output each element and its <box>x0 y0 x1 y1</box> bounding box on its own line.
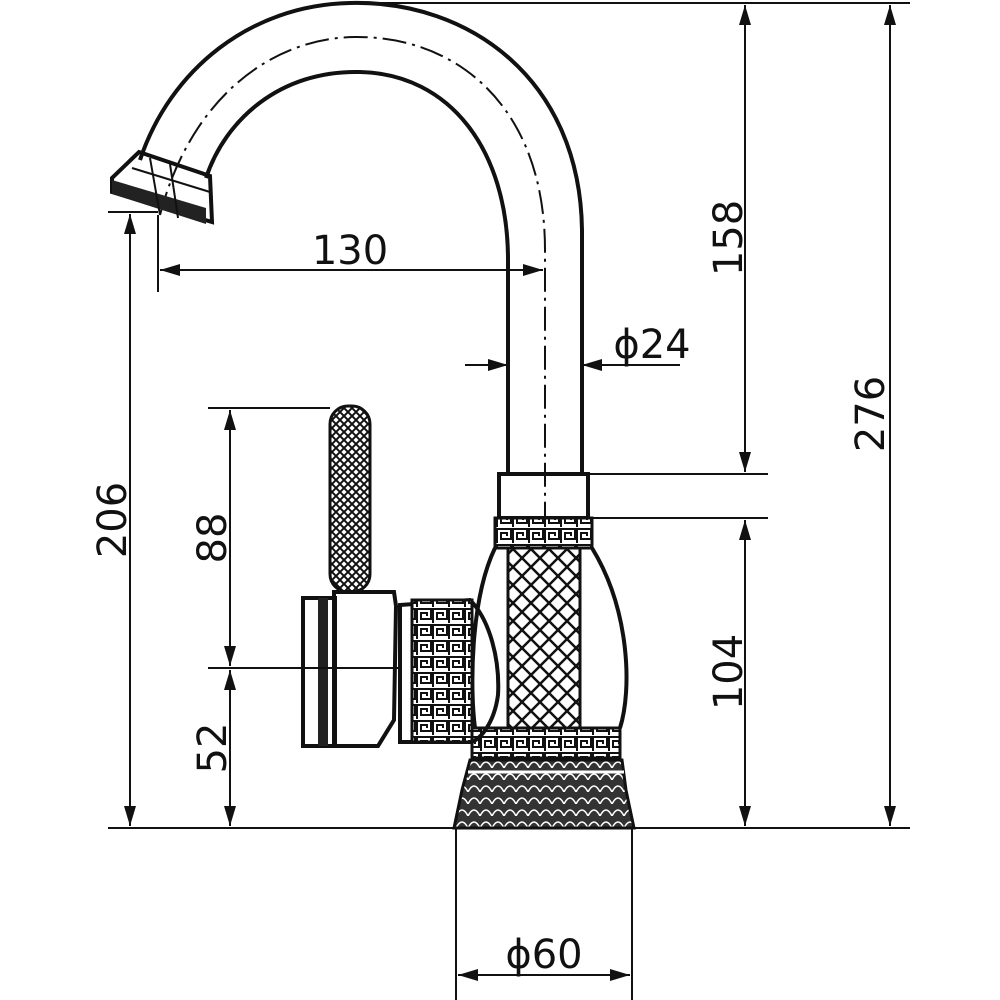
dim-spout-reach: 130 <box>312 228 388 274</box>
handle-cartridge <box>301 590 501 748</box>
body-right-curve <box>590 546 629 729</box>
dim-outlet-height: 206 <box>90 482 136 558</box>
dimension-labels: 130 ϕ24 158 276 104 206 88 52 ϕ60 <box>90 200 894 978</box>
dim-spout-height: 158 <box>706 200 752 276</box>
dim-handle-height: 88 <box>190 513 236 564</box>
dim-handle-axis-height: 52 <box>190 723 236 774</box>
dim-body-height: 104 <box>706 634 752 710</box>
greek-band-top <box>493 516 594 550</box>
dim-base-diameter: ϕ60 <box>505 932 582 978</box>
dim-overall-height: 276 <box>848 376 894 452</box>
spout-centerline <box>159 35 546 520</box>
faucet-outline <box>110 0 636 830</box>
aerator-nozzle <box>110 149 215 225</box>
spout-inner-curve <box>204 69 510 474</box>
spout-collar <box>497 472 590 520</box>
greek-band-bottom <box>470 726 622 760</box>
lattice-panel <box>506 546 582 730</box>
handle-lever <box>328 404 372 594</box>
ornamental-base <box>452 758 636 830</box>
dimension-lines <box>108 2 910 1000</box>
dim-spout-diameter: ϕ24 <box>613 322 690 368</box>
